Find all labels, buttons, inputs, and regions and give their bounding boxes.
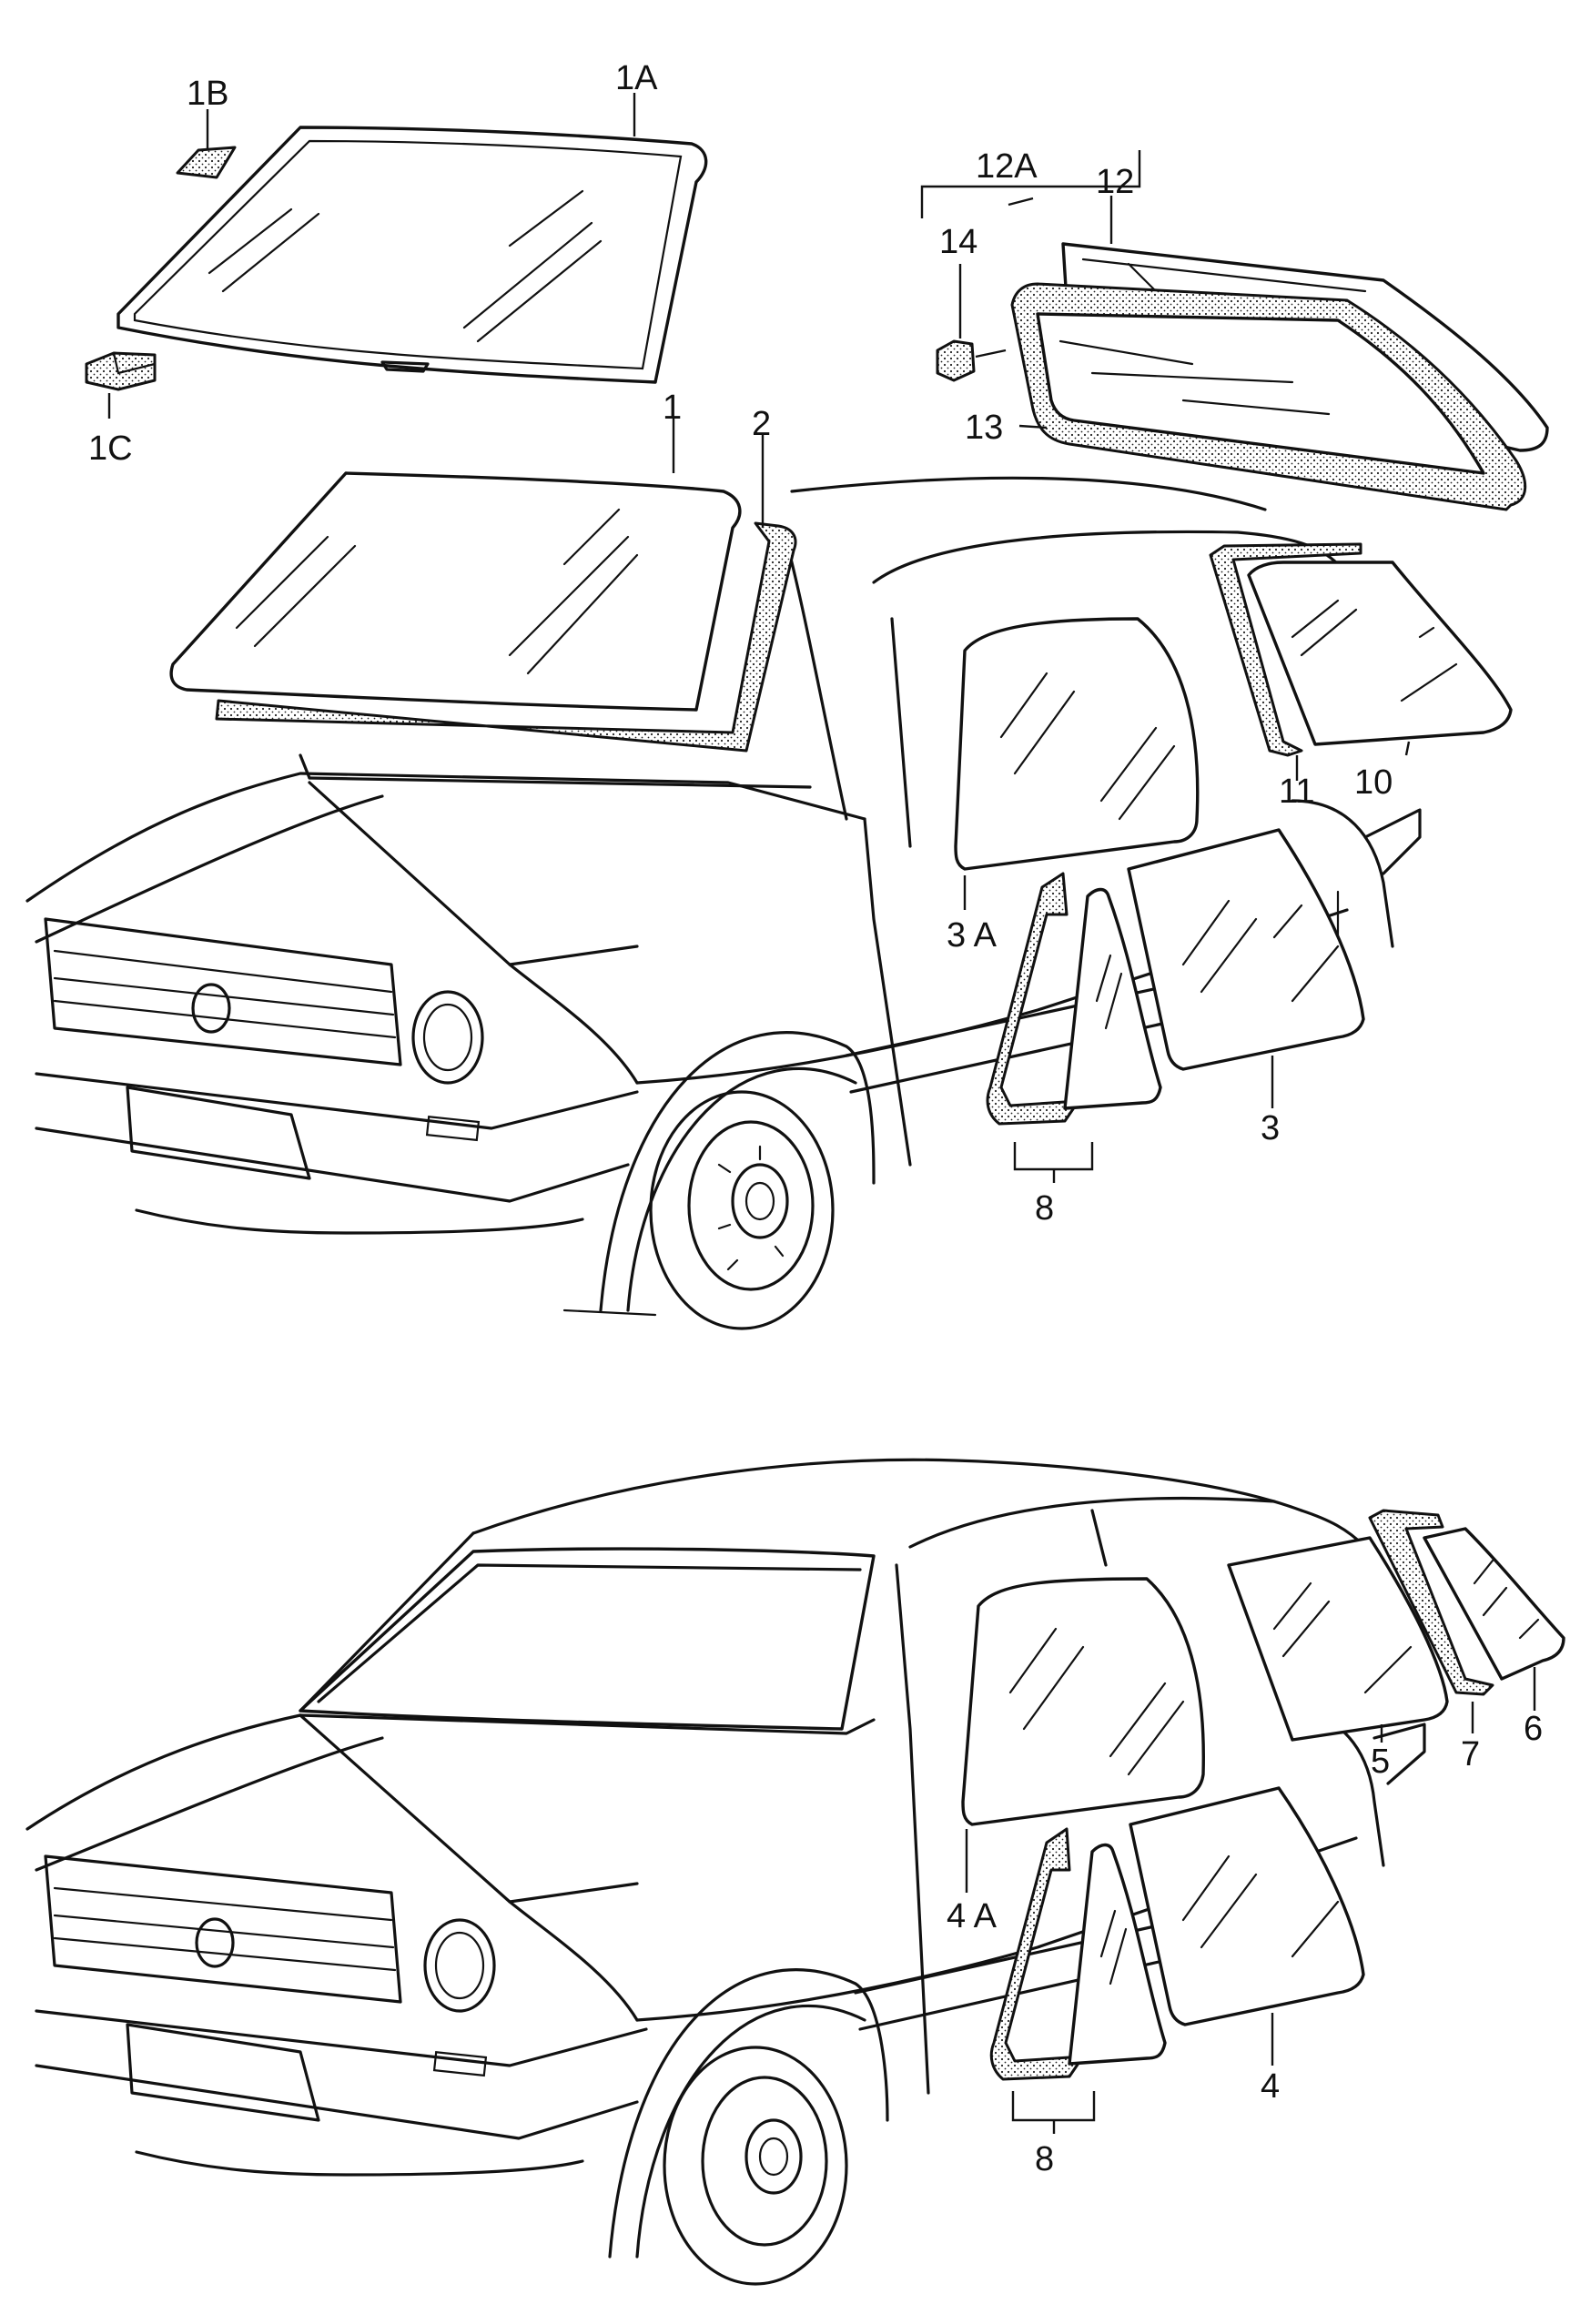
top-car-body bbox=[25, 476, 1422, 1330]
windshield-1 bbox=[169, 471, 742, 712]
door-glass-3a bbox=[954, 617, 1200, 871]
rear-glass-3 bbox=[1127, 828, 1365, 1071]
bottom-car-body bbox=[25, 1458, 1426, 2286]
seal-13 bbox=[1010, 282, 1527, 511]
quarter-glass-6 bbox=[1423, 1527, 1565, 1681]
clip-14 bbox=[936, 339, 1007, 382]
leader-lines bbox=[107, 93, 1536, 2134]
label-4: 4 bbox=[1261, 2067, 1280, 2106]
door-glass-4a bbox=[961, 1577, 1205, 1826]
vent-glass-8-bottom bbox=[1068, 1843, 1167, 2066]
label-8-top: 8 bbox=[1035, 1189, 1054, 1228]
vent-seal-8-top bbox=[986, 872, 1080, 1126]
windshield-1a bbox=[116, 126, 708, 384]
seal-7 bbox=[1368, 1509, 1494, 1696]
label-13: 13 bbox=[965, 409, 1003, 447]
label-10: 10 bbox=[1354, 763, 1393, 802]
label-12: 12 bbox=[1096, 163, 1134, 201]
side-glass-10 bbox=[1247, 561, 1513, 746]
label-1: 1 bbox=[663, 389, 682, 427]
rear-glass-4 bbox=[1129, 1786, 1365, 2026]
seal-2 bbox=[215, 521, 797, 753]
label-3a: 3 A bbox=[947, 916, 998, 955]
vent-seal-8-bottom bbox=[989, 1827, 1085, 2081]
block-1c bbox=[85, 351, 157, 391]
vent-glass-8-top bbox=[1063, 887, 1162, 1110]
label-5: 5 bbox=[1371, 1743, 1390, 1781]
label-4a: 4 A bbox=[947, 1897, 998, 1935]
clip-1b bbox=[176, 146, 237, 179]
label-2: 2 bbox=[752, 405, 771, 443]
seal-11 bbox=[1209, 542, 1362, 757]
label-12a: 12A bbox=[976, 147, 1038, 186]
label-7: 7 bbox=[1461, 1735, 1480, 1773]
label-14: 14 bbox=[939, 223, 977, 261]
label-1b: 1B bbox=[187, 75, 228, 113]
label-6: 6 bbox=[1524, 1710, 1543, 1748]
label-1a: 1A bbox=[615, 59, 658, 97]
rear-door-glass-5 bbox=[1227, 1536, 1449, 1742]
label-11: 11 bbox=[1279, 773, 1314, 811]
label-8-bottom: 8 bbox=[1035, 2140, 1054, 2178]
part-labels: 1A 1B 1C 1 2 12A 12 14 13 11 10 3 A 3 8 … bbox=[88, 59, 1543, 2178]
label-3: 3 bbox=[1261, 1109, 1280, 1147]
label-1c: 1C bbox=[88, 429, 133, 468]
